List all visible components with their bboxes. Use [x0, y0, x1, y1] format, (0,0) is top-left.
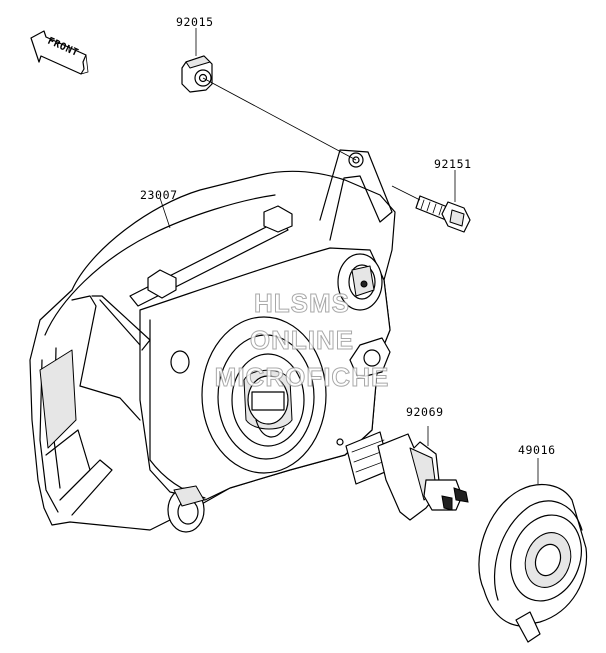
part-92069-bulb	[336, 431, 469, 521]
front-arrow-icon: FRONT	[30, 30, 89, 75]
part-92015-clip	[181, 55, 213, 93]
part-label-92015: 92015	[176, 15, 214, 29]
part-label-49016: 49016	[518, 443, 556, 457]
watermark-line-2: ONLINE	[250, 325, 354, 355]
watermark-line-1: HLSMS	[254, 288, 350, 318]
part-92151-bolt	[415, 195, 471, 233]
part-49016-cover	[478, 483, 588, 643]
part-label-92151: 92151	[434, 157, 472, 171]
part-label-92069: 92069	[406, 405, 444, 419]
watermark-line-3: MICROFICHE	[215, 362, 390, 392]
watermark: HLSMS ONLINE MICROFICHE	[214, 288, 390, 393]
part-label-23007: 23007	[140, 188, 178, 202]
headlight-assembly	[29, 149, 396, 533]
